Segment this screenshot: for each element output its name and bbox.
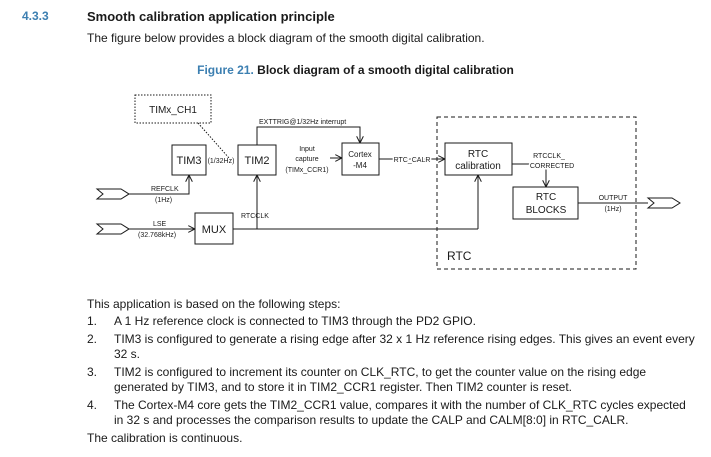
timx-ch1-box [134, 94, 212, 124]
section-number: 4.3.3 [22, 9, 49, 23]
calibration-block-diagram: RTC TIMx_CH1 TIM3 (1/32Hz) TIM2 EXTTRIG@… [95, 94, 681, 270]
input-capture-label-2: capture [295, 156, 318, 163]
output-freq-label: (1Hz) [604, 206, 621, 213]
tim2-block [237, 144, 277, 176]
step-number: 3. [87, 365, 98, 379]
section-title: Smooth calibration application principle [87, 9, 335, 24]
exttrig-label: EXTTRIG@1/32Hz interrupt [259, 119, 346, 126]
steps-lead: This application is based on the followi… [87, 297, 341, 311]
figure-caption: Figure 21. Block diagram of a smooth dig… [0, 63, 711, 77]
step-text: TIM3 is configured to generate a rising … [114, 332, 695, 361]
rtcclk-label: RTCCLK [241, 213, 269, 220]
rtc-calr-label: RTC_CALR [394, 157, 431, 164]
tim3-block [171, 144, 207, 176]
rtc-region-boundary [436, 116, 637, 270]
figure-number: Figure 21. [197, 63, 254, 77]
rtcclk-corrected-label-1: RTCCLK_ [533, 153, 565, 160]
step-number: 2. [87, 332, 98, 346]
freq-1-32-label: (1/32Hz) [208, 158, 235, 165]
timx-ch1-label: TIMx_CH1 [149, 105, 197, 116]
mux-block [194, 212, 234, 245]
closing-text: The calibration is continuous. [87, 431, 243, 445]
figure-title: Block diagram of a smooth digital calibr… [257, 63, 514, 77]
refclk-label: REFCLK [151, 186, 179, 193]
lse-freq-label: (32.768kHz) [138, 232, 176, 239]
mux-label: MUX [202, 224, 227, 236]
cortex-m4-block [341, 142, 380, 176]
rtc-blocks-block [512, 186, 579, 220]
step-number: 4. [87, 398, 98, 412]
step-item: 4. The Cortex-M4 core gets the TIM2_CCR1… [87, 398, 697, 428]
refclk-port-icon [95, 188, 130, 200]
cortex-label-1: Cortex [348, 150, 372, 159]
exttrig-line [256, 126, 360, 145]
step-item: 2. TIM3 is configured to generate a risi… [87, 332, 697, 362]
rtc-calibration-block [444, 142, 513, 176]
rtc-region-label: RTC [447, 249, 472, 263]
section-intro: The figure below provides a block diagra… [87, 31, 485, 45]
lse-label: LSE [153, 221, 167, 228]
rtc-blocks-label-2: BLOCKS [526, 205, 567, 216]
step-item: 3. TIM2 is configured to increment its c… [87, 365, 697, 395]
step-number: 1. [87, 314, 98, 328]
refclk-freq-label: (1Hz) [155, 197, 172, 204]
lse-port-icon [95, 223, 130, 235]
cortex-label-2: -M4 [353, 161, 367, 170]
refclk-line [129, 176, 189, 195]
output-port-icon [646, 197, 681, 209]
input-capture-label-3: (TIMx_CCR1) [285, 167, 328, 174]
output-label: OUTPUT [599, 195, 629, 202]
steps-list: 1. A 1 Hz reference clock is connected t… [87, 314, 697, 428]
input-capture-label-1: Input [299, 146, 315, 153]
tim3-label: TIM3 [176, 155, 201, 167]
step-item: 1. A 1 Hz reference clock is connected t… [87, 314, 697, 329]
rtc-calibration-label-2: calibration [455, 161, 501, 172]
tim2-label: TIM2 [244, 155, 269, 167]
step-text: A 1 Hz reference clock is connected to T… [114, 314, 476, 328]
body-text: This application is based on the followi… [87, 297, 697, 446]
rtc-calibration-label-1: RTC [468, 149, 488, 160]
rtcclk-corrected-label-2: CORRECTED [530, 163, 574, 170]
step-text: The Cortex-M4 core gets the TIM2_CCR1 va… [114, 398, 686, 427]
step-text: TIM2 is configured to increment its coun… [114, 365, 647, 394]
rtc-blocks-label-1: RTC [536, 192, 556, 203]
